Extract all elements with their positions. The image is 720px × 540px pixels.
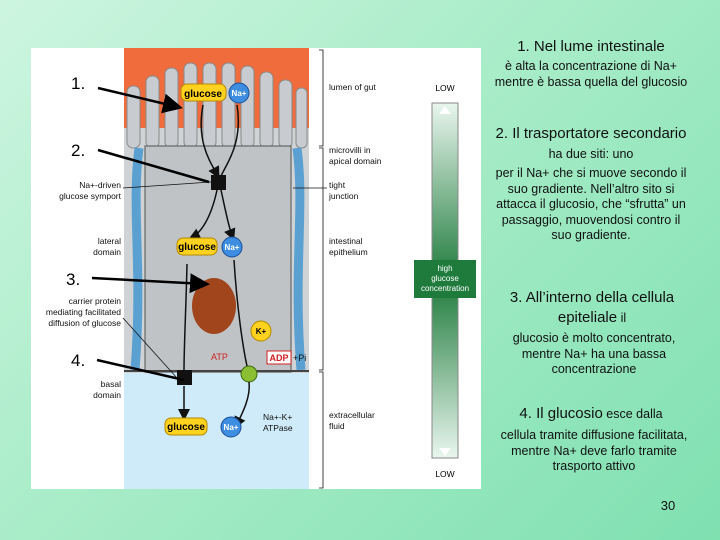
pi-label: +Pi	[293, 353, 306, 363]
adp-label: ADP	[269, 353, 288, 363]
na-cell-label: Na+	[225, 243, 240, 252]
p3-heading: 3. All’interno della cellula epiteliale …	[496, 288, 688, 328]
glucose-lumen-label: glucose	[184, 89, 222, 100]
glucose-cell-box	[176, 237, 218, 256]
p4-tail: esce dalla	[602, 407, 663, 421]
symporter	[211, 175, 226, 190]
lateral-border-right	[292, 147, 306, 371]
glucose-fluid-box	[164, 417, 208, 436]
p1-title: 1. Nel lume intestinale	[517, 38, 665, 55]
p2-tail: ha due siti: uno	[548, 147, 634, 161]
marker-3: 3.	[66, 270, 81, 289]
p3-body: glucosio è molto concentrato, mentre Na+…	[512, 331, 676, 376]
na-fluid-label: Na+	[224, 423, 239, 432]
p2-body: per il Na+ che si muove secondo il suo g…	[495, 166, 687, 242]
glucose-fluid-label: glucose	[167, 422, 205, 433]
marker-2: 2.	[71, 141, 86, 160]
marker-4: 4.	[71, 351, 86, 370]
label-lumen: lumen of gut	[329, 82, 376, 92]
p1-body: è alta la concentrazione di Na+ mentre è…	[494, 59, 688, 89]
na-lumen-ion	[228, 82, 250, 104]
transport-diagram: glucose Na+ glucose Na+ K+ ATP ADP +Pi g…	[31, 48, 481, 489]
page-number: 30	[660, 498, 676, 513]
p2-title: 2. Il trasportatore secondario	[495, 125, 687, 142]
label-pump: Na+-K+ATPase	[263, 412, 293, 433]
p3-title: 3. All’interno della cellula epiteliale	[509, 289, 675, 326]
glucose-cell-label: glucose	[178, 242, 216, 253]
right-brackets	[293, 49, 327, 489]
low-top-label: LOW	[435, 83, 454, 93]
p4-body: cellula tramite diffusione facilitata, m…	[500, 428, 688, 473]
adp-box	[266, 350, 292, 365]
p2-heading: 2. Il trasportatore secondario ha due si…	[490, 124, 692, 164]
low-bottom-label: LOW	[435, 469, 454, 479]
na-lumen-label: Na+	[232, 89, 247, 98]
k-label: K+	[256, 327, 267, 336]
glucose-lumen-box	[180, 83, 227, 102]
lateral-border-left	[130, 147, 144, 371]
atp-label: ATP	[211, 352, 228, 362]
extracellular-fluid	[124, 370, 309, 489]
na-cell-ion	[221, 236, 243, 258]
marker-1: 1.	[71, 74, 86, 93]
p4-heading: 4. Il glucosio esce dalla	[490, 405, 692, 423]
na-fluid-ion	[220, 416, 242, 438]
high-concentration-box	[414, 260, 476, 298]
p3-tail: il	[617, 311, 627, 325]
p4-title: 4. Il glucosio	[519, 405, 603, 422]
carrier-protein	[177, 370, 192, 385]
k-ion	[250, 320, 272, 342]
